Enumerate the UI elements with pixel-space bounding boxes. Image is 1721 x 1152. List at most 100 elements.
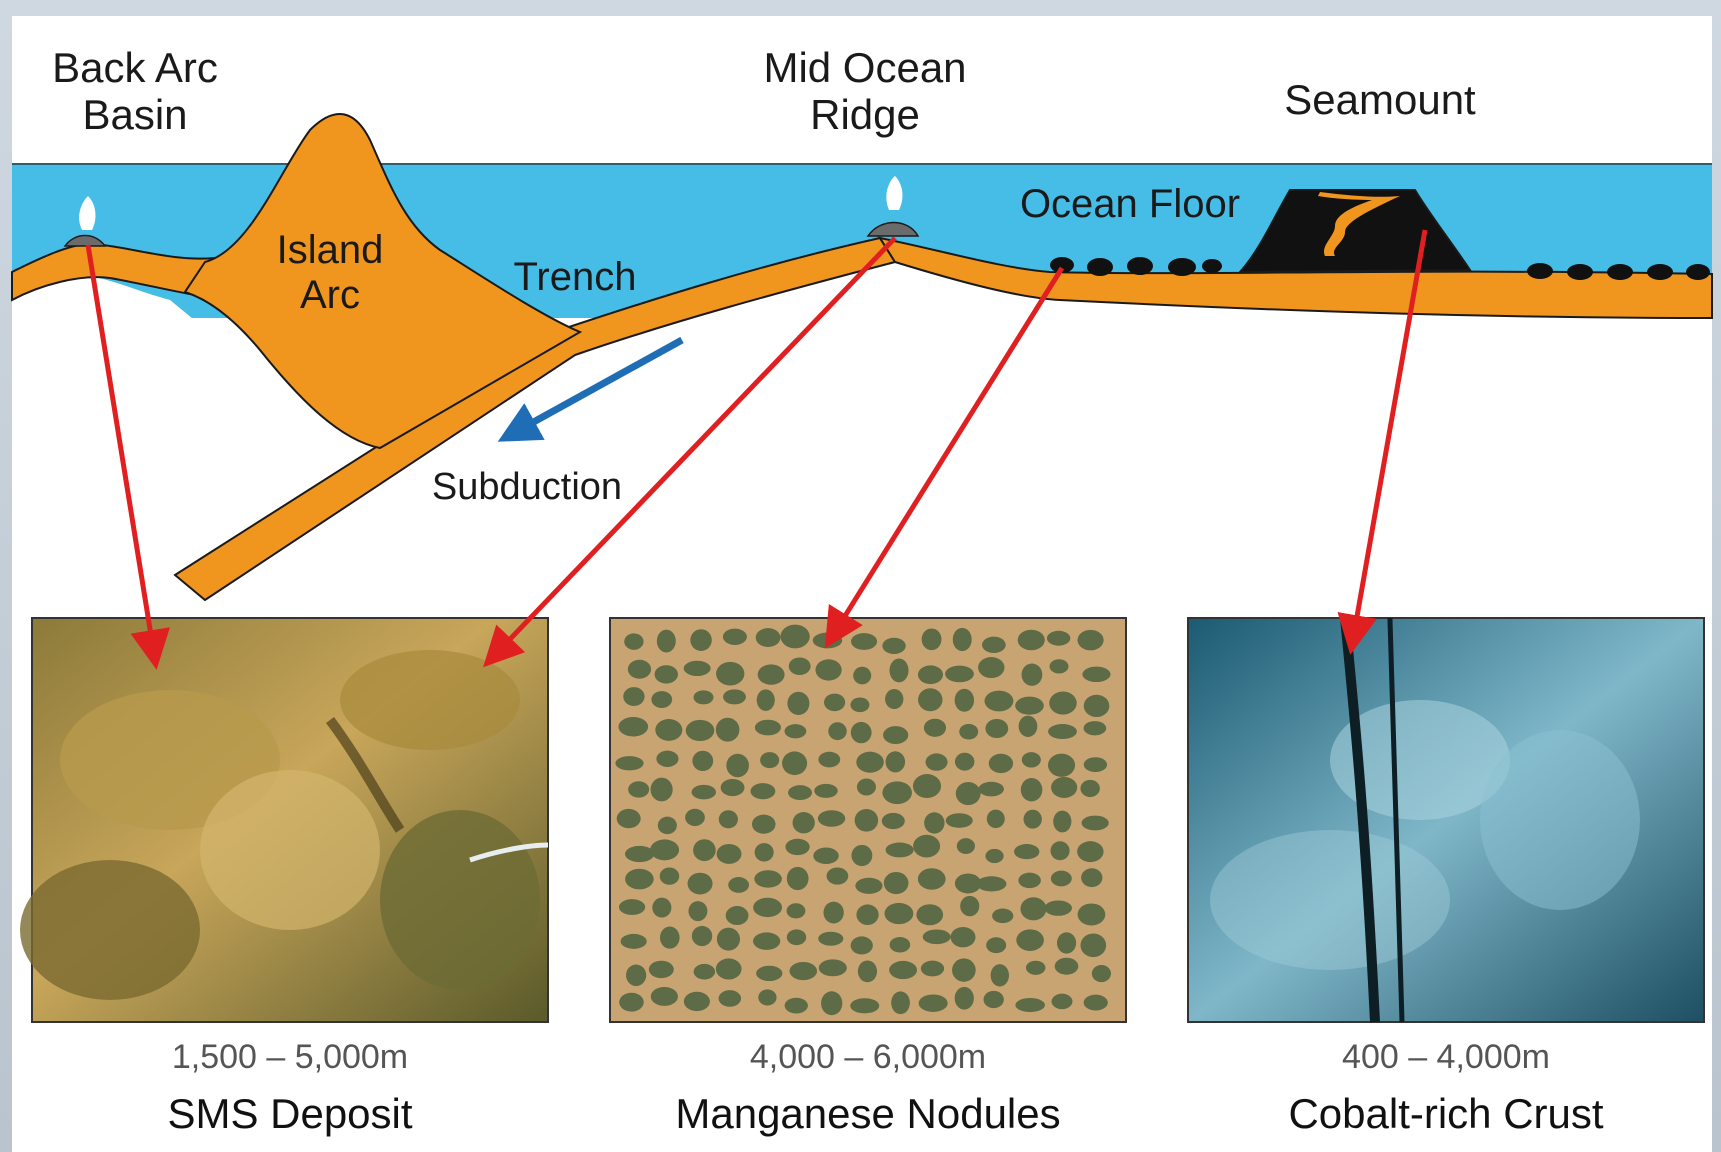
nodule-texture — [858, 960, 877, 982]
nodule-texture — [1080, 780, 1099, 797]
nodule-texture — [726, 754, 749, 777]
nodule-texture — [615, 756, 643, 770]
nodule-texture — [1022, 752, 1041, 767]
nodule-texture — [992, 909, 1013, 924]
nodule-texture — [959, 724, 978, 740]
nodule-texture — [824, 694, 845, 712]
nodule-texture — [625, 846, 654, 862]
nodule-texture — [1082, 667, 1110, 682]
nodule-texture — [1052, 994, 1073, 1009]
nodule-texture — [721, 779, 745, 796]
nodule — [1567, 264, 1593, 280]
nodule-texture — [787, 692, 809, 715]
nodule-texture — [918, 688, 942, 711]
nodule-texture — [827, 867, 849, 884]
nodule-texture — [1047, 631, 1070, 646]
nodule-texture — [651, 778, 673, 802]
nodule-texture — [657, 630, 676, 653]
label-seamount: Seamount — [1260, 76, 1500, 123]
nodule-texture — [788, 785, 812, 800]
nodule-texture — [918, 868, 946, 890]
nodule-texture — [818, 932, 843, 946]
nodule-texture — [885, 689, 903, 709]
nodule-texture — [891, 991, 910, 1014]
nodule-texture — [814, 784, 838, 798]
nodule-texture — [1092, 965, 1111, 982]
nodule-texture — [723, 629, 747, 645]
label-island-arc: Island Arc — [255, 228, 405, 318]
nodule-texture — [1018, 630, 1045, 651]
nodule-texture — [621, 934, 647, 949]
nodule-texture — [857, 778, 876, 795]
nodule-texture — [818, 810, 845, 827]
nodule-texture — [1026, 961, 1045, 975]
nodule-texture — [1055, 958, 1079, 975]
nodule-texture — [623, 687, 644, 706]
nodule-texture — [1077, 841, 1103, 862]
nodule-texture — [851, 633, 877, 650]
nodule-texture — [953, 628, 972, 651]
nodule-texture — [851, 722, 872, 743]
nodule-texture — [882, 781, 912, 804]
nodule-texture — [1053, 811, 1071, 833]
label-mid-ocean-ridge: Mid Ocean Ridge — [745, 44, 985, 138]
nodule-texture — [1082, 816, 1109, 831]
nodule-texture — [850, 697, 869, 712]
nodule-texture — [923, 929, 951, 944]
nodule-texture — [753, 898, 782, 917]
nodule-texture — [985, 719, 1008, 738]
nodule-texture — [785, 724, 807, 738]
nodule-texture — [660, 927, 680, 949]
nodule-texture — [1016, 929, 1044, 951]
nodule-texture — [728, 877, 749, 893]
nodule-texture — [921, 961, 944, 977]
nodule-texture — [655, 665, 678, 683]
nodule-texture — [658, 817, 677, 835]
nodule-texture — [1077, 630, 1103, 650]
nodule-texture — [889, 658, 908, 682]
nodule-texture — [1057, 932, 1076, 953]
nodule — [1607, 264, 1633, 280]
nodule-texture — [926, 753, 948, 770]
nodule-texture — [726, 906, 749, 925]
nodule-texture — [856, 752, 883, 773]
crust-depth: 400 – 4,000m — [1186, 1038, 1706, 1077]
nodule-texture — [813, 848, 838, 864]
nodule-texture — [716, 662, 744, 686]
label-ocean-floor: Ocean Floor — [1000, 182, 1260, 227]
nodule-texture — [951, 927, 976, 947]
nodule-texture — [1021, 778, 1043, 801]
nodule-texture — [755, 720, 781, 736]
nodule-texture — [1048, 724, 1077, 739]
nodule-texture — [1081, 868, 1102, 887]
nodule-texture — [823, 902, 843, 924]
nodule-texture — [789, 657, 811, 675]
nodule-texture — [919, 994, 948, 1011]
nodule-texture — [884, 872, 909, 894]
nodule-texture — [719, 990, 741, 1007]
nodule-texture — [684, 661, 711, 676]
nodule — [1686, 264, 1710, 280]
nodule-texture — [723, 689, 746, 704]
nodule-texture — [855, 878, 882, 894]
nodule-texture — [750, 783, 775, 799]
nodule-texture — [789, 962, 817, 980]
nodule-texture — [1024, 810, 1042, 829]
nodule-texture — [755, 843, 774, 861]
label-back-arc-basin: Back Arc Basin — [40, 44, 230, 138]
nodule-texture — [717, 928, 740, 951]
nodule-texture — [757, 689, 775, 711]
nodule-texture — [753, 932, 780, 950]
nodule-texture — [1014, 844, 1039, 859]
nodule-texture — [916, 904, 943, 925]
nodule-texture — [913, 774, 941, 798]
nodule-texture — [688, 873, 713, 895]
nodule-texture — [1084, 695, 1110, 717]
nodule-texture — [785, 998, 808, 1014]
nodule-texture — [624, 633, 643, 649]
nodule-texture — [626, 965, 646, 987]
nodule-texture — [886, 751, 906, 772]
nodule-texture — [853, 667, 871, 685]
nodule-texture — [890, 937, 911, 952]
